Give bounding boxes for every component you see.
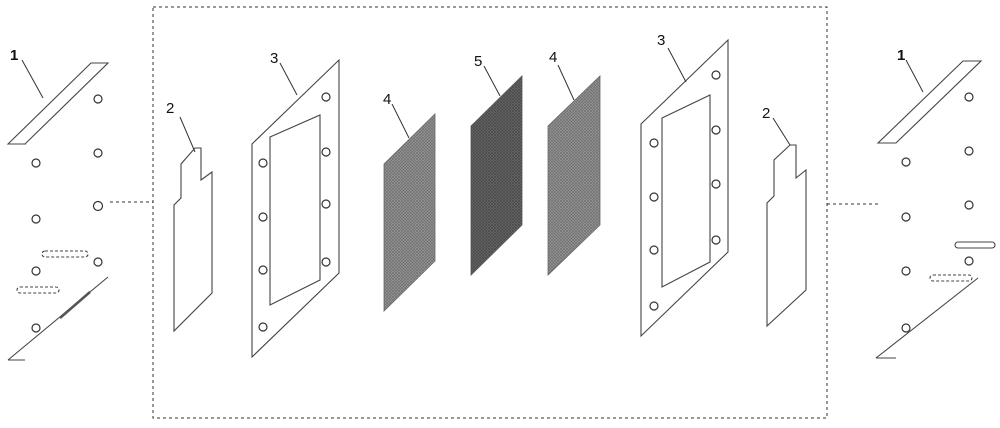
label-4-right: 4: [549, 49, 557, 66]
end-plate-right: [875, 60, 996, 359]
leader-3-right: [667, 47, 687, 83]
leader-3-left: [279, 62, 298, 96]
gasket-right: [640, 38, 729, 338]
membrane-right: [547, 75, 601, 276]
label-2-left: 2: [166, 100, 174, 117]
label-1-left: 1: [10, 47, 18, 64]
leader-1-left: [21, 59, 44, 99]
electrode-left: [173, 147, 213, 333]
leader-5: [483, 65, 501, 97]
leader-2-right: [772, 117, 791, 146]
gasket-left: [251, 58, 340, 359]
assembly-boundary: [152, 6, 828, 419]
leader-1-right: [905, 59, 924, 93]
label-3-right: 3: [657, 32, 665, 49]
leader-2-left: [179, 116, 196, 153]
label-4-left: 4: [383, 91, 391, 108]
label-2-right: 2: [762, 105, 770, 122]
leader-4-right: [557, 64, 575, 101]
leader-4-left: [391, 103, 410, 139]
electrode-right: [766, 144, 807, 328]
label-1-right: 1: [897, 47, 905, 64]
end-plate-left: [6, 62, 110, 361]
label-5: 5: [474, 53, 482, 70]
membrane-left: [383, 113, 436, 312]
label-3-left: 3: [270, 50, 278, 67]
center-layer: [470, 75, 523, 276]
